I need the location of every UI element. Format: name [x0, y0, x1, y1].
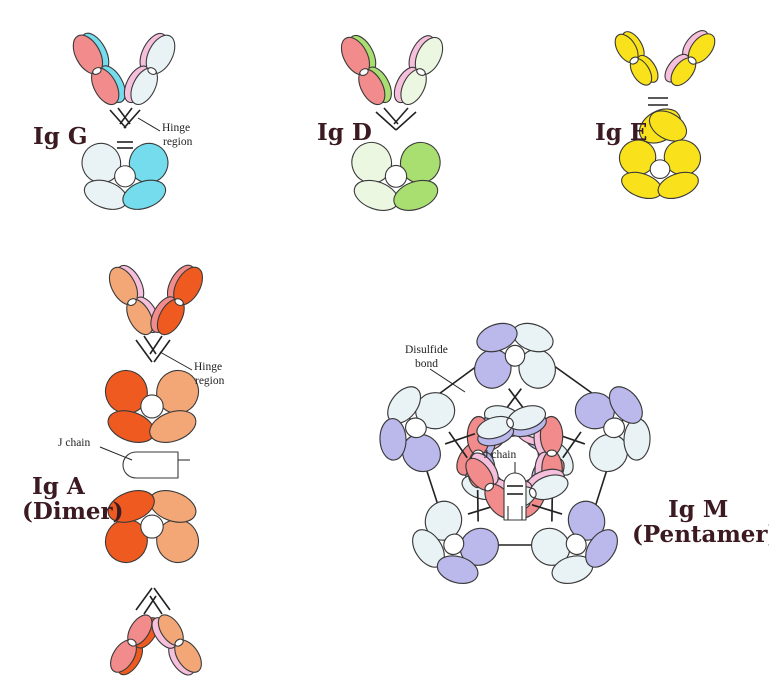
igg-fc-center [114, 165, 136, 188]
igm-monomer-3-fc-lobe [585, 529, 618, 568]
igm-monomer-5-fc-region [379, 386, 456, 473]
iga-label: Ig A [32, 473, 86, 500]
igm-monomer-3-fc-region [531, 500, 618, 584]
arm-constriction [546, 449, 558, 457]
igd-left-fab-arm [340, 34, 392, 106]
iga-dimer [104, 264, 204, 676]
igm-monomer-4-fc-lobe [436, 555, 479, 584]
igg-label: Ig G [33, 123, 88, 150]
ige-fc-region [618, 139, 702, 200]
iga-top-fc-lobe [149, 410, 197, 443]
ige-right-fab-arm [664, 30, 716, 87]
ige-twisted-stem [638, 108, 688, 144]
igd-fc-center [384, 164, 408, 188]
arm-constriction [174, 638, 184, 647]
igg-fc-region [81, 142, 169, 210]
igm-monomer-4-fc-region [412, 500, 499, 584]
arm-constriction [127, 298, 137, 307]
ige-left-fab-arm [614, 31, 659, 86]
iga-sub-label: (Dimer) [22, 498, 124, 525]
igm-monomer-5 [379, 386, 547, 519]
arm-constriction [506, 417, 514, 429]
igm-monomer-2-fc-lobe [608, 386, 643, 424]
iga-bottom-fc-center [140, 514, 164, 539]
ige-antibody [614, 30, 716, 200]
labels: Ig G Ig D Ig E Ig A (Dimer) Ig M (Pentam… [22, 117, 769, 548]
arm-constriction [127, 638, 137, 647]
igm-monomer-5-fc-center [404, 417, 427, 439]
iga-bottom-fc-lobe [107, 490, 155, 523]
igm-monomer-2-fc-center [603, 417, 626, 439]
iga-hinge-label-2: region [195, 375, 225, 387]
arm-constriction [416, 68, 426, 76]
igm-monomer-3-fc-center [565, 533, 587, 556]
igd-right-fab-arm [393, 35, 444, 106]
igg-hinge-label-2: region [163, 136, 193, 148]
igm-monomer-2-fc-lobe [623, 417, 651, 461]
ige-label: Ig E [595, 119, 647, 146]
igg-antibody [72, 32, 176, 210]
igm-j-chain-label: J chain [484, 449, 517, 461]
arm-constriction [484, 482, 495, 492]
iga-bottom-fc-region [104, 490, 200, 564]
disulfide-label: Disulfide [405, 344, 448, 356]
igg-hinge-label: Hinge [162, 122, 190, 134]
arm-constriction [174, 298, 184, 307]
igd-label: Ig D [317, 119, 372, 146]
igm-monomer-1-fc-region [474, 322, 556, 389]
arm-constriction [629, 56, 639, 65]
arm-constriction [359, 68, 369, 77]
iga-top-fc-center [140, 394, 164, 419]
igm-monomer-4-fc-center [443, 533, 465, 556]
arm-constriction [687, 56, 697, 65]
igm-pentamer [379, 322, 651, 584]
arm-constriction [92, 67, 102, 75]
igm-j-chain [503, 472, 527, 521]
disulfide-label-2: bond [415, 358, 438, 370]
iga-j-chain-label: J chain [58, 437, 91, 449]
igg-fc-lobe [122, 179, 167, 210]
arm-constriction [528, 487, 537, 499]
igg-left-fab-arm [72, 32, 126, 106]
iga-top-right-fab-arm [150, 264, 204, 336]
igg-right-fab-arm [123, 32, 176, 106]
igm-sub-label: (Pentamer) [632, 521, 769, 548]
igm-monomer-1-fc-lobe [476, 322, 518, 353]
igd-antibody [340, 34, 444, 211]
igm-label: Ig M [668, 496, 728, 523]
igd-fc-lobe [393, 179, 439, 211]
iga-j-chain [122, 451, 179, 479]
iga-top-fc-region [104, 369, 200, 443]
iga-hinge-label: Hinge [194, 361, 222, 373]
igm-monomer-5-fc-lobe [379, 417, 407, 461]
arm-constriction [147, 67, 157, 75]
ige-stem-lobe [648, 110, 688, 142]
ige-fc-lobe [657, 171, 699, 200]
ige-fc-center [649, 159, 671, 179]
igm-monomer-1-fc-center [504, 344, 526, 367]
igd-fc-region [351, 141, 441, 211]
igm-monomer-2-fc-region [574, 386, 651, 473]
igm-monomer-5-left-fab-arm [476, 405, 547, 447]
iga-bottom-right-fab-arm [151, 614, 202, 676]
